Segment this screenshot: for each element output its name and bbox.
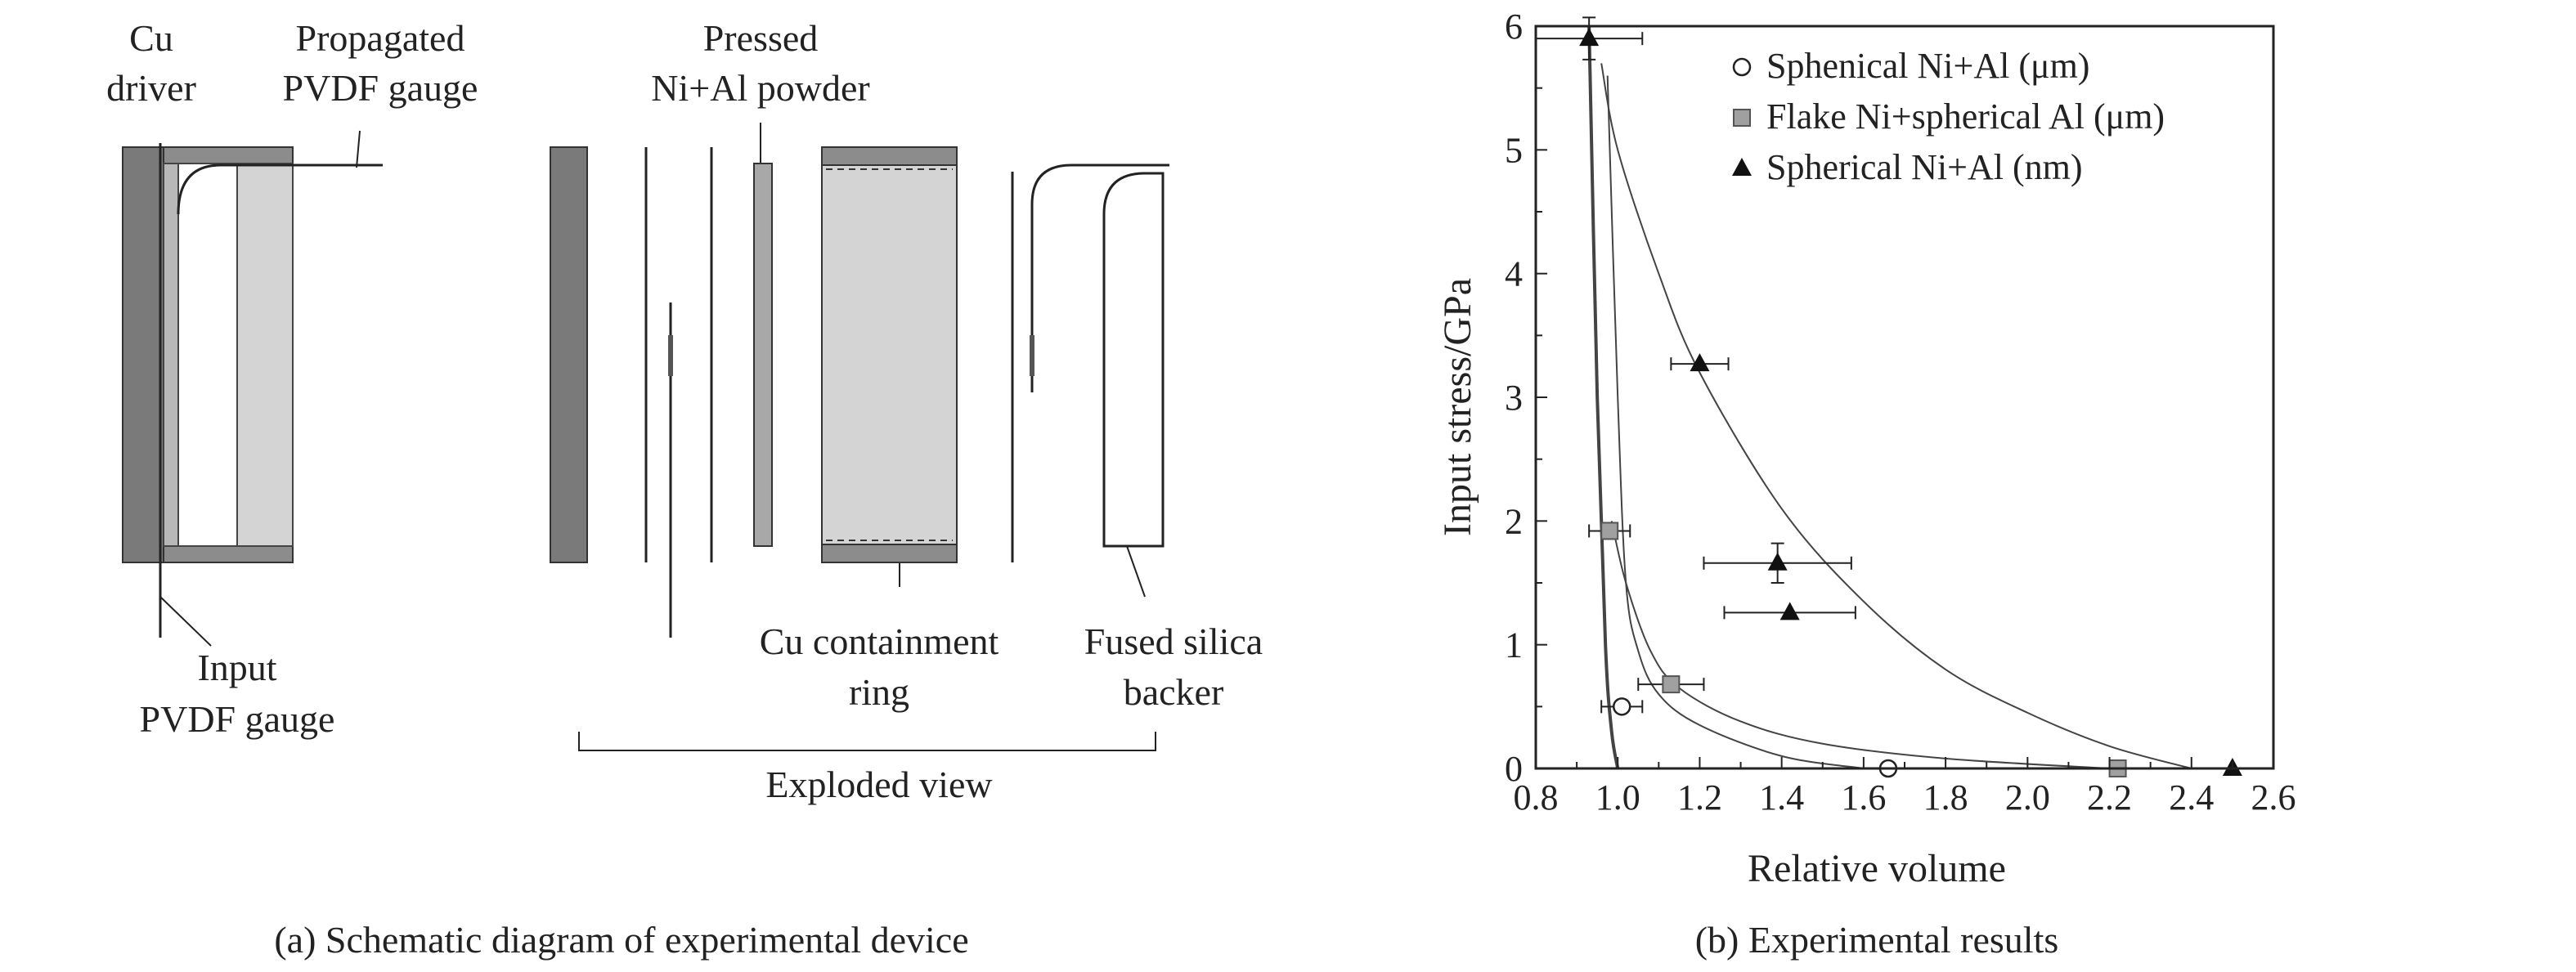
label-backer-1: Fused silica [1084,620,1263,662]
data-point [1779,602,1800,620]
label-exploded-view: Exploded view [765,764,993,805]
exploded-propagated-gauge [1030,163,1169,392]
label-containment-2: ring [849,671,909,713]
schematic-panel: Cu driver Propagated PVDF gauge Pressed … [106,17,1263,961]
fit-curve [1587,25,1620,769]
y-tick-label: 3 [1505,378,1523,418]
cu-ring-bottom [163,545,294,563]
label-pressed-2: Ni+Al powder [651,67,869,109]
leader-input [159,596,212,647]
ring-top-band [821,146,958,166]
exploded-bracket [578,732,1156,751]
legend: Sphenical Ni+Al (μm) Flake Ni+spherical A… [1732,46,2165,187]
legend-marker [1732,57,1752,77]
legend-marker [1733,109,1751,127]
chart-panel: 0.8 1.0 1.2 1.4 1.6 1.8 2.0 2.2 2.4 2.6 0 1 2 3 4 5 6 Re… [1436,7,2296,961]
axis-ticks: 0.8 1.0 1.2 1.4 1.6 1.8 2.0 2.2 2.4 2.6 0 1 2 3 4 5 6 [1505,7,2296,817]
label-propagated-1: Propagated [296,17,465,59]
data-point [1612,697,1631,716]
leader-backer [1126,545,1146,598]
legend-marker [1732,158,1752,176]
plot-frame [1534,25,2275,770]
label-pressed-1: Pressed [703,17,819,59]
label-input-2: PVDF gauge [140,698,335,740]
x-tick-label: 1.8 [1923,777,1968,817]
exploded-view [550,146,1169,751]
label-backer-2: backer [1124,671,1224,713]
caption-a: (a) Schematic diagram of experimental de… [274,919,968,961]
x-tick-label: 2.4 [2169,777,2214,817]
ring-bottom-band [821,544,958,563]
data-points [1579,28,2242,778]
cu-ring-top [163,146,294,164]
legend-label: Flake Ni+spherical Al (μm) [1766,96,2165,137]
fit-curves [1587,25,2192,769]
x-tick-label: 0.8 [1514,777,1559,817]
y-tick-label: 4 [1505,254,1523,294]
label-input-1: Input [197,647,276,688]
data-point [1579,28,1600,47]
caption-b: (b) Experimental results [1695,919,2059,961]
y-tick-label: 1 [1505,625,1523,665]
x-tick-label: 1.0 [1595,777,1640,817]
data-point [1662,675,1681,694]
x-tick-label: 2.6 [2251,777,2296,817]
y-axis-label: Input stress/GPa [1436,278,1479,536]
sample-gap [177,163,238,547]
y-tick-label: 0 [1505,749,1523,789]
y-tick-label: 6 [1505,7,1523,47]
label-cu-driver-2: driver [106,67,196,109]
data-point [1690,353,1710,372]
label-cu-driver-1: Cu [129,17,173,59]
exploded-cu-driver [550,146,588,563]
label-propagated-2: PVDF gauge [283,67,478,109]
x-axis-label: Relative volume [1748,847,2006,890]
x-tick-label: 1.2 [1677,777,1722,817]
propagated-gauge-lead [177,163,383,215]
y-tick-label: 2 [1505,501,1523,541]
leader-propagated [356,130,361,168]
fit-curve [1610,521,2110,769]
exploded-gauge-2-mark [668,335,673,376]
silica-backer [236,163,294,547]
exploded-gauge-mark [1030,335,1034,376]
legend-label: Spherical Ni+Al (nm) [1766,147,2083,187]
fit-curve [1600,63,2192,769]
fit-curve [1606,75,1865,769]
label-containment-1: Cu containment [760,620,999,662]
y-tick-label: 5 [1505,130,1523,170]
cu-driver-plate [122,146,164,563]
exploded-powder-disk [753,163,773,547]
data-point [1767,552,1788,571]
exploded-containment-ring [821,146,958,563]
x-tick-label: 1.4 [1759,777,1804,817]
data-point [1600,522,1619,540]
assembled-device [122,143,383,638]
x-tick-label: 2.0 [2005,777,2050,817]
x-tick-label: 1.6 [1841,777,1886,817]
legend-label: Sphenical Ni+Al (μm) [1766,46,2089,86]
exploded-silica-backer [1102,172,1165,548]
x-tick-label: 2.2 [2087,777,2132,817]
powder-layer [163,163,179,547]
